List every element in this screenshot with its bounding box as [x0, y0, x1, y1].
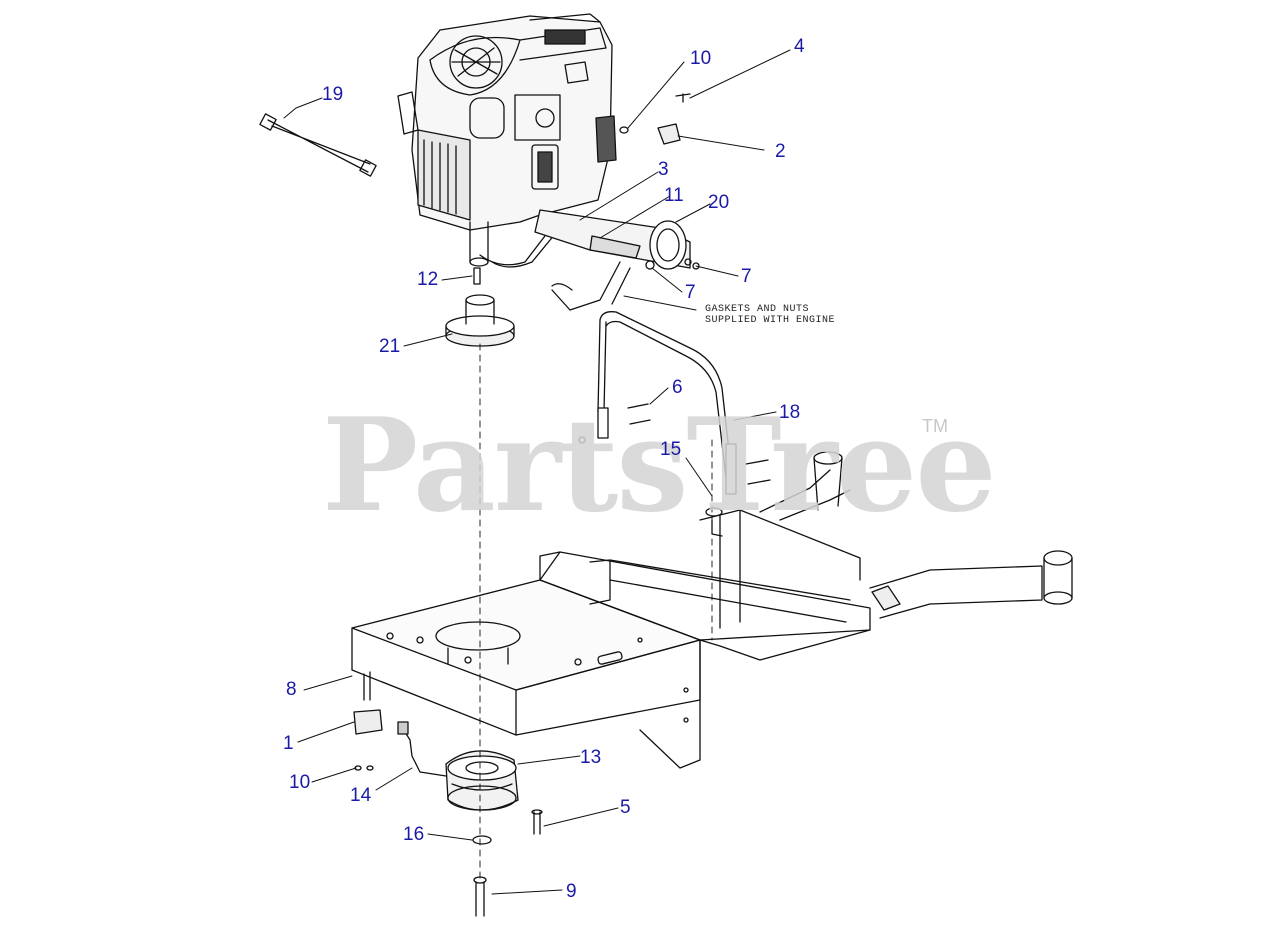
callout-6[interactable]: 6 [672, 377, 683, 398]
engine-note-line-2: SUPPLIED WITH ENGINE [705, 315, 836, 326]
engine [397, 13, 617, 267]
engine-note-line-1: GASKETS AND NUTS [705, 304, 810, 315]
callout-3[interactable]: 3 [658, 159, 669, 180]
bolt-9 [473, 876, 487, 917]
clutch-13 [445, 750, 519, 811]
fuel-line-19 [259, 113, 377, 177]
engine-pulley-21 [445, 267, 515, 347]
handle-18 [578, 311, 771, 495]
callout-21[interactable]: 21 [379, 336, 401, 357]
callout-13[interactable]: 13 [580, 747, 602, 768]
bracket-1 [353, 671, 383, 771]
frame [351, 451, 1073, 769]
callout-20[interactable]: 20 [708, 192, 730, 213]
muffler-assembly [479, 209, 700, 311]
trademark-mark: TM [922, 416, 948, 436]
callout-2[interactable]: 2 [775, 141, 786, 162]
callout-7-lower[interactable]: 7 [685, 282, 696, 303]
engine-note: GASKETS AND NUTS SUPPLIED WITH ENGINE [705, 304, 835, 326]
engine-bracket-2 [619, 93, 691, 145]
callout-14[interactable]: 14 [350, 785, 372, 806]
callout-7-right[interactable]: 7 [741, 266, 752, 287]
bolt-5 [531, 809, 543, 835]
callout-4[interactable]: 4 [794, 36, 805, 57]
callout-18[interactable]: 18 [779, 402, 801, 423]
callout-10-lower[interactable]: 10 [289, 772, 311, 793]
callout-19[interactable]: 19 [322, 84, 344, 105]
harness-14 [397, 721, 447, 777]
callout-8[interactable]: 8 [286, 679, 297, 700]
callout-9[interactable]: 9 [566, 881, 577, 902]
leader-lines [283, 49, 791, 895]
partstree-watermark: PartsTree [322, 391, 997, 541]
callout-16[interactable]: 16 [403, 824, 425, 845]
callout-10-upper[interactable]: 10 [690, 48, 712, 69]
callout-12[interactable]: 12 [417, 269, 439, 290]
callout-1[interactable]: 1 [283, 733, 294, 754]
callout-15[interactable]: 15 [660, 439, 682, 460]
callout-11[interactable]: 11 [664, 185, 684, 206]
callout-5[interactable]: 5 [620, 797, 631, 818]
washer-16 [472, 835, 492, 845]
